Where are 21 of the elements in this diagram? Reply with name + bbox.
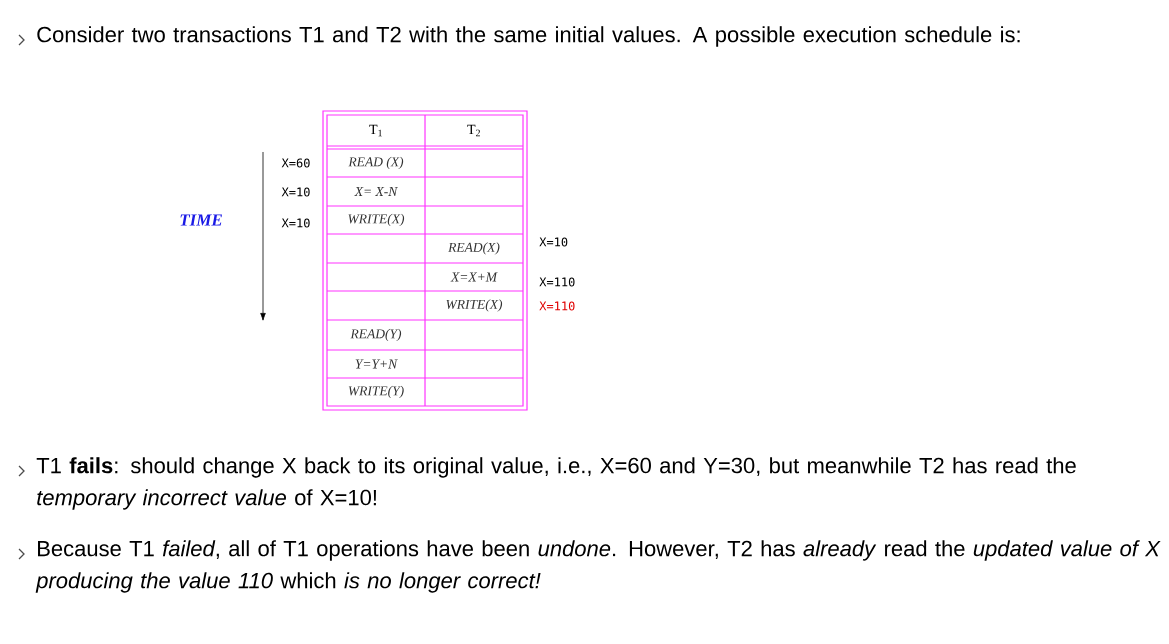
value-text: X=10 <box>539 237 568 247</box>
value-text: X=110 <box>539 277 575 287</box>
axis-label: TIME <box>180 214 222 226</box>
operation-text: READ(Y) <box>350 328 402 342</box>
bullet-text: Consider two transactions T1 and T2 with the same initial values. A possible execution schedule is: <box>37 26 1020 47</box>
operation-text: WRITE(X) <box>446 299 503 312</box>
value-text: X=10 <box>281 187 310 197</box>
value-text: X=110 <box>539 301 575 311</box>
operation-text: Y=Y+N <box>355 359 398 369</box>
operation-text: WRITE(X) <box>348 213 405 227</box>
operation-text: X=X+M <box>450 272 498 282</box>
value-text: X=10 <box>281 218 310 228</box>
bullet-text: T1 fails: should change X back to its original value, i.e., X=60 and Y=30, but meanwhile T2 has read the temporary incorrect value of X=10! <box>36 457 1076 510</box>
operation-text: READ (X) <box>348 156 404 170</box>
operation-text: WRITE(Y) <box>348 385 404 399</box>
value-text: X=60 <box>281 158 310 168</box>
column-header: T$_{2}$ <box>467 124 480 137</box>
operation-text: X= X-N <box>354 187 398 196</box>
operation-text: READ(X) <box>448 242 500 255</box>
column-header: T$_{1}$ <box>369 124 382 137</box>
bullet-text: Because T1 failed, all of T1 operations have been undone. However, T2 has already read the updated value of X producing the value 110 which is no longer correct! <box>35 540 1161 593</box>
